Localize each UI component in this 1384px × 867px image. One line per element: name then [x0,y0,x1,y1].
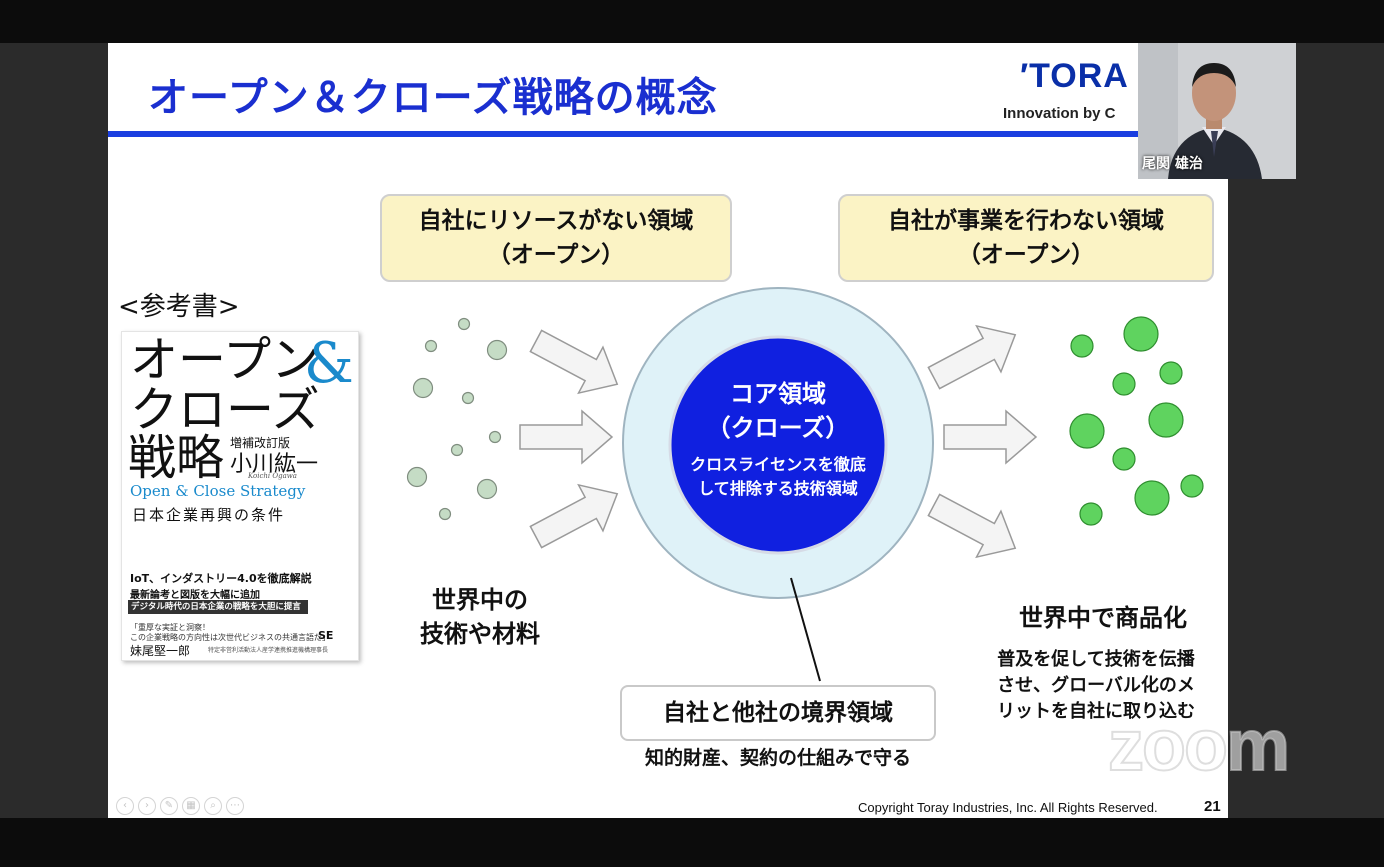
label-box-line: 自社にリソースがない領域 [418,208,694,234]
book-subtitle: 日本企業再興の条件 [132,506,286,524]
dot-right [1079,502,1103,526]
logo-tagline: Innovation by C [1003,105,1116,122]
arrow-out-upper [927,324,1017,390]
right-desc-line: させ、グローバル化のメ [997,675,1195,696]
book-cover: オープン & クローズ 戦略 増補改訂版 小川紘一 Koichi Ogawa O… [121,331,359,661]
logo-text: TORA [1029,57,1129,95]
left-black-bar [0,43,108,818]
core-title-line: （クローズ） [706,414,850,442]
toray-logo: ′TORA [1020,57,1129,96]
core-area-description: クロスライセンスを徹底 して排除する技術領域 [674,453,882,501]
zoom-icon[interactable]: ⌕ [204,797,222,815]
slide-title: オープン＆クローズ戦略の概念 [148,75,718,121]
participant-video [1138,43,1296,179]
dot-left [424,339,438,353]
dot-right [1134,480,1170,516]
label-box-line: （オープン） [487,242,625,268]
reference-book-label: <参考書> [118,292,240,322]
world-commercialize-description: 普及を促して技術を伝播 させ、グローバル化のメ リットを自社に取り込む [966,647,1226,725]
book-title-line2: クローズ [130,382,320,438]
slides-icon[interactable]: ▦ [182,797,200,815]
publisher-logo: SE [318,629,334,642]
dot-left [412,377,434,399]
world-tech-label: 世界中の 技術や材料 [400,583,560,651]
book-quote: 「重厚な実証と洞察！ [130,623,210,632]
arrow-in-middle [519,409,614,465]
label-box-no-business: 自社が事業を行わない領域 （オープン） [838,194,1214,282]
slide-controls: ‹ › ✎ ▦ ⌕ ⋯ [116,797,244,815]
book-edition: 増補改訂版 [230,436,291,450]
world-tech-line: 技術や材料 [420,620,540,648]
presentation-slide: オープン＆クローズ戦略の概念 ′TORA Innovation by C 自社に… [108,43,1228,818]
core-title-line: コア領域 [730,380,826,408]
pen-icon[interactable]: ✎ [160,797,178,815]
arrow-out-lower [927,493,1017,559]
dot-right [1123,316,1159,352]
boundary-connector [790,577,821,682]
right-desc-line: 普及を促して技術を伝播 [997,649,1195,670]
core-desc-line: して排除する技術領域 [698,479,858,498]
book-title-line1: オープン [130,332,320,388]
prev-slide-icon[interactable]: ‹ [116,797,134,815]
logo-mark: ′ [1020,57,1030,95]
dot-right [1148,402,1184,438]
world-tech-line: 世界中の [432,586,528,614]
dot-left [476,478,498,500]
zoom-watermark: zoom [1107,705,1291,787]
dot-left [486,339,508,361]
book-title-line3: 戦略 [128,430,225,486]
book-author-en: Koichi Ogawa [248,472,297,480]
next-slide-icon[interactable]: › [138,797,156,815]
core-circle [668,335,888,555]
dot-left [450,443,464,457]
world-commercialize-label: 世界中で商品化 [1019,604,1187,632]
copyright-notice: Copyright Toray Industries, Inc. All Rig… [858,800,1158,815]
core-desc-line: クロスライセンスを徹底 [690,455,866,474]
book-title-en: Open & Close Strategy [130,482,306,500]
title-underline [108,131,1228,137]
dot-right [1070,334,1094,358]
arrow-in-lower [529,483,619,549]
dot-left [406,466,428,488]
book-recommender-title: 特定非営利活動法人産学連携推進機構理事長 [208,647,329,654]
book-blurb: 最新論考と図版を大幅に追加 [130,590,260,601]
book-quote: この企業戦略の方向性は次世代ビジネスの共通言語だ」 [130,633,330,642]
page-number: 21 [1204,798,1221,815]
book-recommender: 妹尾堅一郎 [130,644,191,658]
label-box-line: （オープン） [957,242,1095,268]
dot-left [438,507,452,521]
more-icon[interactable]: ⋯ [226,797,244,815]
arrow-in-upper [529,329,619,395]
book-title-ampersand: & [304,331,354,396]
participant-video-tile[interactable]: 尾関 雄治 [1138,43,1296,179]
dot-right [1159,361,1183,385]
label-box-no-resources: 自社にリソースがない領域 （オープン） [380,194,732,282]
boundary-area-description: 知的財産、契約の仕組みで守る [644,747,911,769]
book-author: 小川紘一 [230,452,319,477]
dot-left [461,391,475,405]
book-blurb: IoT、インダストリー4.0を徹底解説 [130,572,312,585]
boundary-area-box: 自社と他社の境界領域 [620,685,936,741]
dot-right [1112,372,1136,396]
dot-right [1112,447,1136,471]
dot-right [1180,474,1204,498]
book-band: デジタル時代の日本企業の戦略を大胆に提言 [128,600,308,614]
label-box-line: 自社が事業を行わない領域 [888,208,1164,234]
diagram-graphics [406,287,1204,682]
participant-name: 尾関 雄治 [1142,156,1203,172]
dot-right [1069,413,1105,449]
right-desc-line: リットを自社に取り込む [997,701,1195,722]
dot-left [457,317,471,331]
arrow-out-middle [943,409,1038,465]
core-area-title: コア領域 （クローズ） [674,377,882,445]
dot-left [488,430,502,444]
